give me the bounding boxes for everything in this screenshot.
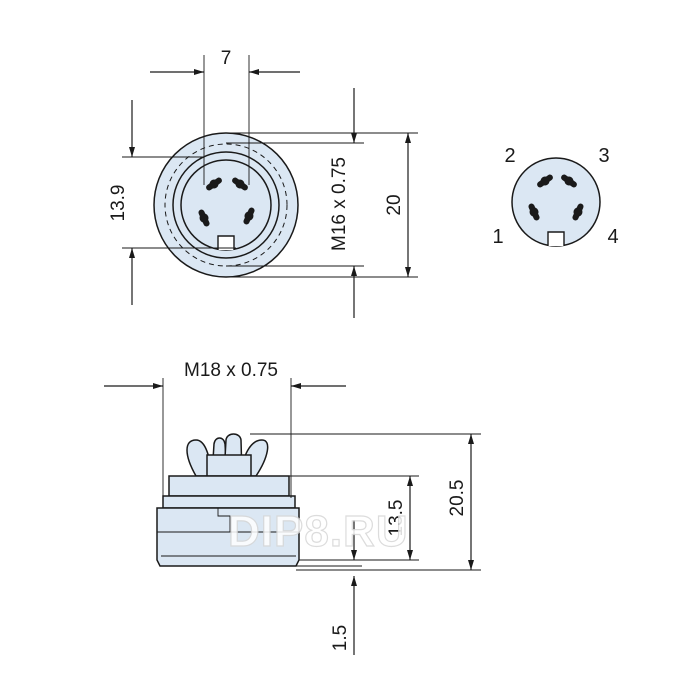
- front-pin-2: [206, 177, 222, 191]
- solder-terminals: [186, 433, 269, 477]
- dim-outer-diameter: 20: [384, 194, 405, 215]
- front-thread-circle: [164, 143, 288, 267]
- dim-flange-thickness: 1.5: [330, 625, 351, 651]
- side-top-cap: [168, 475, 290, 497]
- pin-label-4: 4: [607, 226, 618, 248]
- front-pin-1: [198, 209, 210, 227]
- front-view: 7 13.9 M16 x 0.75 20: [108, 48, 418, 318]
- pinout-view: 2 3 1 4: [492, 145, 618, 248]
- pin-label-2: 2: [504, 145, 515, 167]
- side-view: M18 x 0.75 20.5 13.5 1.5 DIP8.RU: [104, 360, 481, 655]
- dim-total-height: 20.5: [447, 480, 468, 517]
- dim-front-thread: M16 x 0.75: [329, 157, 350, 251]
- front-key-notch: [217, 235, 235, 250]
- dim-pin-spacing: 7: [221, 48, 232, 69]
- pin-label-3: 3: [598, 145, 609, 167]
- watermark: DIP8.RU: [228, 507, 409, 556]
- front-pin-3: [232, 177, 248, 191]
- front-pin-4: [243, 207, 255, 225]
- pin-label-1: 1: [492, 226, 503, 248]
- pinout-key-notch: [547, 231, 565, 246]
- dim-inner-diameter: 13.9: [108, 185, 129, 222]
- dim-side-thread: M18 x 0.75: [184, 360, 278, 381]
- dim-inner-height: 13.5: [386, 500, 407, 537]
